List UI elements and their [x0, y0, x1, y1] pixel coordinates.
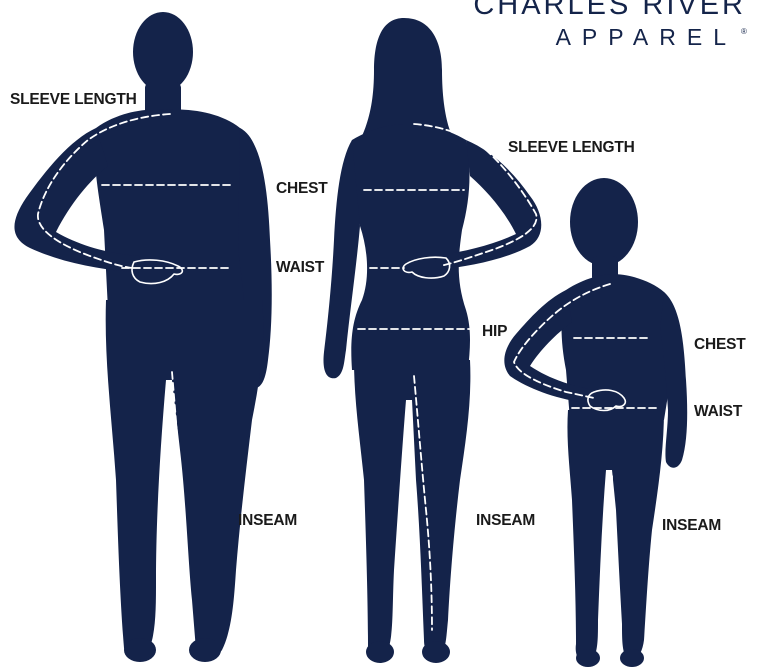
brand-logo: CHARLES RIVER APPAREL ®: [473, 0, 747, 50]
woman-silhouette: [324, 18, 542, 663]
child-waist-label: WAIST: [694, 403, 743, 420]
man-figure: SLEEVE LENGTH CHEST WAIST INSEAM: [10, 12, 328, 662]
man-waist-label: WAIST: [276, 259, 325, 276]
child-chest-label: CHEST: [694, 336, 746, 353]
man-silhouette: [14, 12, 271, 662]
child-figure: CHEST WAIST INSEAM: [504, 178, 746, 667]
woman-hip-label: HIP: [482, 323, 507, 340]
woman-inseam-label: INSEAM: [476, 512, 535, 529]
child-inseam-label: INSEAM: [662, 517, 721, 534]
woman-sleeve-length-label: SLEEVE LENGTH: [508, 139, 635, 156]
brand-subtitle: APPAREL: [556, 24, 737, 50]
registered-mark: ®: [741, 27, 747, 36]
brand-name: CHARLES RIVER: [473, 0, 746, 21]
man-sleeve-length-label: SLEEVE LENGTH: [10, 91, 137, 108]
man-inseam-label: INSEAM: [238, 512, 297, 529]
man-chest-label: CHEST: [276, 180, 328, 197]
child-silhouette: [504, 178, 687, 667]
